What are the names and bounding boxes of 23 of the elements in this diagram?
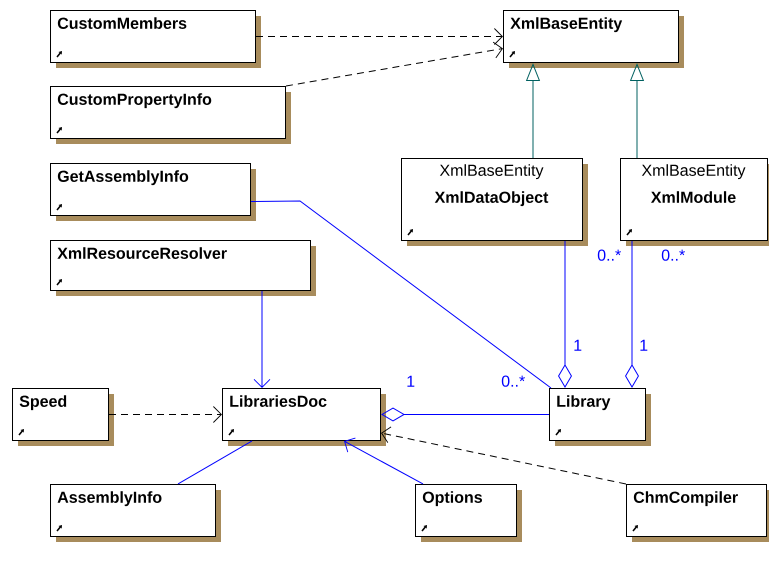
arrow	[254, 290, 270, 388]
multiplicity-label: 1	[407, 376, 414, 387]
class-box: AssemblyInfo	[50, 484, 221, 542]
arrow	[286, 42, 503, 86]
class-box: XmlResourceResolver	[50, 240, 316, 296]
connector-line	[178, 440, 252, 484]
class-box: CustomMembers	[50, 10, 261, 68]
class-box: XmlBaseEntity XmlDataObject	[401, 158, 588, 246]
arrow	[108, 406, 222, 423]
multiplicity-label: 1	[640, 340, 648, 351]
class-box: XmlBaseEntity	[503, 10, 684, 68]
class-box: XmlBaseEntity XmlModule	[620, 158, 769, 246]
multiplicity-label: 0..*	[598, 249, 621, 261]
class-box: ChmCompiler	[626, 484, 769, 542]
class-box: CustomPropertyInfo	[50, 86, 291, 144]
multiplicity-label: 0..*	[502, 375, 525, 387]
connector-line	[250, 200, 552, 388]
arrow	[381, 426, 626, 484]
multiplicity-label: 1	[574, 340, 582, 351]
class-box: LibrariesDoc	[222, 388, 386, 446]
arrow	[344, 438, 424, 484]
arrow	[256, 28, 503, 45]
class-box: GetAssemblyInfo	[50, 163, 256, 221]
